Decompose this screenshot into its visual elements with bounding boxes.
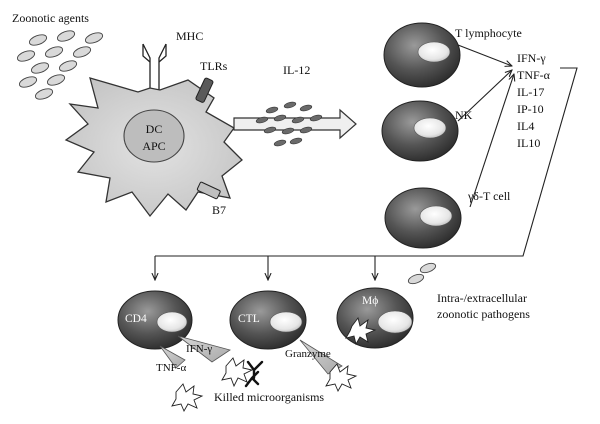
cytokine-ip10: IP-10: [517, 102, 544, 116]
il12-particle: [273, 139, 287, 147]
il12-label: IL-12: [283, 63, 310, 77]
ctl-cell: [229, 290, 307, 350]
nk-cell: [381, 100, 459, 162]
il12-particle: [283, 101, 297, 109]
intra-extra-pathogens: [407, 262, 437, 285]
il12-secretion-arrow: [233, 108, 357, 140]
pathogen-oval: [44, 46, 64, 58]
cytokine-il10: IL10: [517, 136, 540, 150]
gd-t-cell-label: γδ-T cell: [467, 189, 511, 203]
pathogen-oval: [58, 60, 78, 72]
il12-particle: [281, 127, 295, 135]
cytokine-arrows: [457, 44, 514, 208]
effector-connector: [155, 67, 578, 280]
cytokine-il17: IL-17: [517, 85, 544, 99]
zoonotic-agents-cluster: [16, 30, 104, 100]
cd4-ray-tnf: [159, 345, 186, 369]
arrow-t-lymphocyte-to-cytokines: [457, 44, 512, 66]
il12-particle: [309, 114, 323, 122]
arrow-nk-to-cytokines: [457, 70, 512, 122]
cd4-ifn-gamma-label: IFN-γ: [186, 343, 212, 355]
pathogen-oval: [419, 262, 437, 274]
zoonotic-agents-label: Zoonotic agents: [12, 11, 89, 25]
tlrs-label: TLRs: [200, 59, 228, 73]
intra-extra-label-line2: zoonotic pathogens: [437, 307, 530, 321]
gd-t-cell: [384, 187, 462, 249]
dc-nucleus: [123, 109, 185, 163]
cd4-tnf-alpha-label: TNF-α: [156, 362, 186, 374]
macrophage-nucleus: [377, 310, 413, 334]
pathogen-oval: [407, 273, 425, 285]
il12-particle: [291, 116, 305, 124]
engulfed-pathogen-burst: [345, 316, 377, 346]
pathogen-oval: [30, 62, 50, 74]
b7-receptor: [196, 181, 221, 200]
macrophage-cell: [336, 287, 414, 349]
t-lymphocyte-nucleus: [417, 41, 451, 63]
cd4-nucleus: [156, 311, 188, 333]
il12-particle: [255, 116, 269, 124]
arrow-gd-t-to-cytokines: [469, 74, 514, 208]
tlr-receptor: [195, 77, 214, 103]
burst-2: [171, 383, 204, 413]
t-lymphocyte-cell: [383, 22, 461, 88]
t-lymphocyte-label: T lymphocyte: [455, 26, 522, 40]
antibody-shapes: [244, 360, 264, 388]
il12-particles: [255, 101, 323, 147]
il12-particle: [273, 114, 287, 122]
dc-label: DC: [146, 122, 163, 136]
apc-label: APC: [142, 139, 165, 153]
pathogen-oval: [34, 88, 54, 100]
cd4-ray-ifn: [177, 335, 231, 363]
antibody-y-2: [244, 370, 260, 388]
granzyme-label: Granzyme: [285, 348, 331, 360]
b7-label: B7: [212, 203, 226, 217]
killed-microorganism-bursts: [171, 357, 358, 413]
pathogen-oval: [72, 46, 92, 58]
il12-particle: [299, 104, 313, 112]
cd4-cell: [117, 290, 193, 350]
gd-t-cell-nucleus: [419, 205, 453, 227]
pathogen-oval: [84, 32, 104, 44]
macrophage-label: Mϕ: [362, 295, 378, 307]
cytokine-ifn-gamma: IFN-γ: [517, 51, 546, 65]
ctl-label: CTL: [238, 313, 260, 325]
ctl-nucleus: [269, 311, 303, 333]
cd4-label: CD4: [125, 313, 147, 325]
il12-particle: [299, 126, 313, 134]
mhc-label: MHC: [176, 29, 203, 43]
pathogen-oval: [18, 76, 38, 88]
intra-extra-label-line1: Intra-/extracellular: [437, 291, 527, 305]
il12-particle: [265, 106, 279, 114]
pathogen-oval: [56, 30, 76, 42]
il12-particle: [289, 137, 303, 145]
pathogen-oval: [28, 34, 48, 46]
nk-nucleus: [413, 117, 447, 139]
mhc-receptor: [142, 43, 167, 96]
il12-particle: [263, 126, 277, 134]
burst-3: [325, 363, 358, 393]
cytokine-tnf-alpha: TNF-α: [517, 68, 551, 82]
burst-1: [221, 357, 254, 388]
killed-microorganisms-label: Killed microorganisms: [214, 390, 324, 404]
pathogen-oval: [46, 74, 66, 86]
cytokine-il4: IL4: [517, 119, 534, 133]
pathogen-oval: [16, 50, 36, 62]
